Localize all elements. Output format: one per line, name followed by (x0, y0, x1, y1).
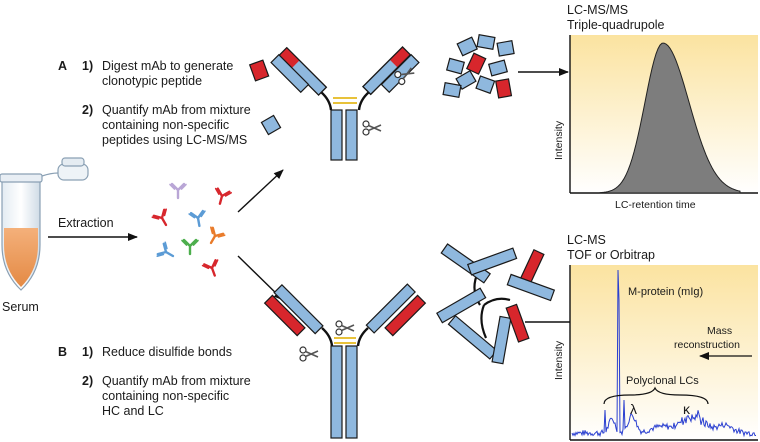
b-step2-line1: Quantify mAb from mixture (102, 374, 251, 388)
bottom-chart-title-line2: TOF or Orbitrap (567, 248, 655, 262)
peptide-icon (445, 57, 466, 75)
peptide-icon (495, 78, 513, 99)
top-chart-title-line2: Triple-quadrupole (567, 18, 665, 32)
a-step2-line2: containing non-specific (102, 118, 229, 132)
peptide-icon (455, 69, 477, 91)
bottom-chart: LC-MS TOF or Orbitrap Intensity M-protei… (553, 233, 758, 441)
peptide-cluster (442, 34, 515, 99)
antibody-icon (168, 182, 188, 200)
antibody-a (270, 46, 420, 161)
a-step1-number: 1) (82, 59, 93, 73)
pathway-b-text: B 1) Reduce disulfide bonds 2) Quantify … (58, 345, 251, 418)
antibody-mixture (150, 182, 233, 280)
bottom-chart-plot-area (570, 265, 758, 440)
antibody-icon (187, 209, 209, 229)
a-step2-line1: Quantify mAb from mixture (102, 103, 251, 117)
serum-label: Serum (2, 300, 39, 314)
lambda-label: λ (630, 401, 637, 417)
b-step2-line3: HC and LC (102, 404, 164, 418)
scissors-icon (299, 346, 319, 362)
peptide-icon (456, 36, 479, 57)
antibody-icon (202, 225, 227, 249)
top-chart-title-line1: LC-MS/MS (567, 3, 628, 17)
top-chart-y-label: Intensity (553, 120, 565, 160)
antibody-icon (155, 240, 179, 265)
a-step1-line2: clonotypic peptide (102, 74, 202, 88)
antibody-icon (201, 258, 224, 280)
peptide-icon (496, 40, 515, 57)
section-a-label: A (58, 59, 67, 73)
polyclonal-brace (603, 386, 709, 405)
pathway-a-text: A 1) Digest mAb to generate clonotypic p… (58, 59, 282, 147)
m-protein-label: M-protein (mIg) (628, 286, 703, 298)
b-step1-line1: Reduce disulfide bonds (102, 345, 232, 359)
a-step1-line1: Digest mAb to generate (102, 59, 233, 73)
peptide-icon (465, 52, 487, 75)
mass-reconstruction-line2: reconstruction (674, 339, 740, 351)
clonotypic-peptide-icon (248, 59, 270, 82)
peptide-icon (442, 82, 462, 98)
mass-reconstruction-line1: Mass (707, 325, 732, 337)
peptide-icon (487, 59, 509, 77)
bottom-chart-title-line1: LC-MS (567, 233, 606, 247)
b-step1-number: 1) (82, 345, 93, 359)
antibody-icon (180, 238, 200, 256)
peptide-icon (475, 75, 496, 95)
peptide-icon (476, 34, 496, 50)
scissors-icon (362, 120, 382, 136)
scissors-icon (335, 320, 355, 336)
kappa-label: κ (683, 401, 691, 417)
extraction-label: Extraction (58, 216, 114, 230)
top-chart: LC-MS/MS Triple-quadrupole Intensity LC-… (553, 3, 758, 211)
mass-spectrum-trace (571, 269, 756, 438)
a-step2-number: 2) (82, 103, 93, 117)
b-step2-line2: containing non-specific (102, 389, 229, 403)
antibody-icon (211, 186, 233, 207)
top-chart-x-label: LC-retention time (615, 199, 696, 211)
non-specific-peptide-icon (260, 114, 282, 136)
antibody-icon (150, 207, 175, 231)
section-b-label: B (58, 345, 67, 359)
chromatographic-peak (599, 42, 741, 194)
fragment-cluster (436, 243, 556, 365)
b-step2-number: 2) (82, 374, 93, 388)
arrow-to-pathway-a (237, 169, 284, 213)
polyclonal-lcs-label: Polyclonal LCs (626, 375, 699, 387)
a-step2-line3: peptides using LC-MS/MS (102, 133, 247, 147)
antibody-b (263, 283, 427, 439)
tube-icon (0, 157, 89, 291)
bottom-chart-y-label: Intensity (553, 340, 565, 380)
